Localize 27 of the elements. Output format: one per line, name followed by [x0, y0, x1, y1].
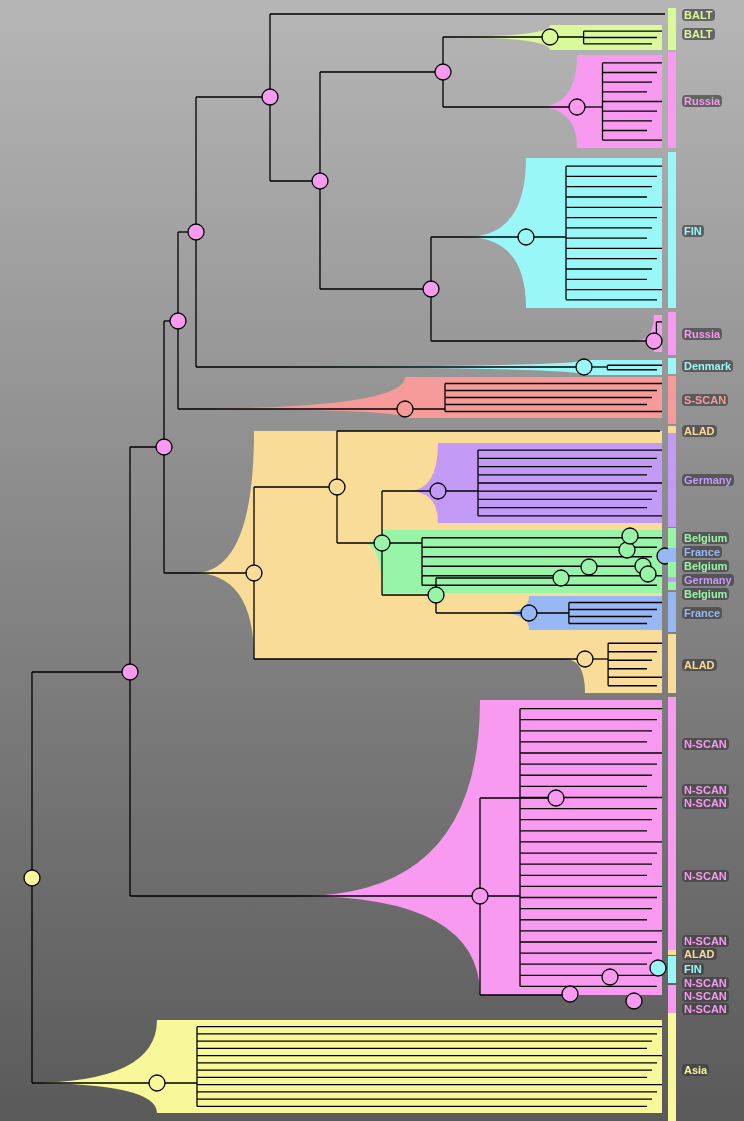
clade-label: ALAD [682, 948, 717, 960]
clade-label: N-SCAN [682, 797, 729, 809]
clade-label: Germany [682, 574, 734, 586]
clade-label: Russia [682, 328, 723, 340]
clade-label: Asia [682, 1064, 710, 1076]
clade-label: ALAD [682, 659, 717, 671]
clade-label: Russia [682, 95, 723, 107]
clade-label: N-SCAN [682, 935, 729, 947]
clade-label: Belgium [682, 532, 730, 544]
clade-label: BALT [682, 9, 715, 21]
clade-label: N-SCAN [682, 870, 729, 882]
clade-label: France [682, 607, 723, 619]
clade-label: FIN [682, 225, 704, 237]
clade-label: Denmark [682, 360, 734, 372]
clade-label: N-SCAN [682, 784, 729, 796]
clade-label: Belgium [682, 560, 730, 572]
clade-label: France [682, 546, 723, 558]
clade-label: FIN [682, 963, 704, 975]
clade-label: Germany [682, 474, 734, 486]
clade-label: N-SCAN [682, 1003, 729, 1015]
clade-label: BALT [682, 28, 715, 40]
clade-label: ALAD [682, 425, 717, 437]
clade-label: N-SCAN [682, 977, 729, 989]
clade-label: N-SCAN [682, 738, 729, 750]
clade-label: S-SCAN [682, 394, 729, 406]
clade-label: Belgium [682, 588, 730, 600]
clade-label: N-SCAN [682, 990, 729, 1002]
